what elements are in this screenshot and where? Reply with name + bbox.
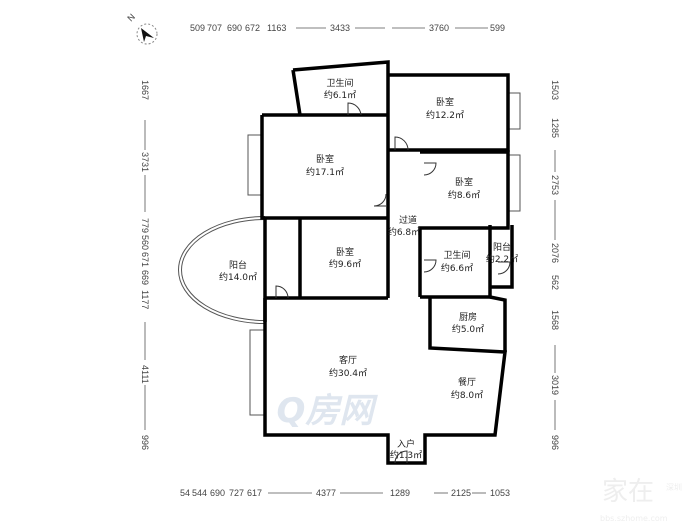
dim-left: 669 xyxy=(140,270,150,285)
corner-watermark: 家在 深圳 bbs.szhome.com xyxy=(600,477,682,523)
dim-left: 1177 xyxy=(140,290,150,309)
room-area: 约12.2㎡ xyxy=(426,109,464,121)
room-area: 约1.3㎡ xyxy=(390,449,422,461)
dim-bottom: 544 xyxy=(192,488,207,498)
balcony-railing-inner xyxy=(179,217,266,323)
room-area: 约17.1㎡ xyxy=(306,166,344,178)
dim-top: 690 xyxy=(227,23,242,33)
doors xyxy=(275,102,511,464)
dim-right: 996 xyxy=(550,435,560,450)
room-area: 约6.6㎡ xyxy=(441,262,473,274)
door-icon xyxy=(373,193,387,207)
room-area: 约5.0㎡ xyxy=(452,323,484,335)
dim-top: 3760 xyxy=(429,23,449,33)
corner-watermark-city: 深圳 xyxy=(666,482,682,492)
dim-bottom: 4377 xyxy=(316,488,336,498)
room-area: 约9.6㎡ xyxy=(329,258,361,270)
room-name: 过道 xyxy=(399,214,417,226)
dim-left: 1667 xyxy=(140,80,150,100)
door-icon xyxy=(497,261,511,275)
dim-left: 4111 xyxy=(140,365,150,384)
left-dimensions: 1667 3731 779 560 671 669 1177 4111 996 xyxy=(140,80,150,450)
dim-top: 1163 xyxy=(267,23,286,33)
window xyxy=(249,329,266,416)
door-icon xyxy=(275,285,289,299)
dim-bottom: 2125 xyxy=(451,488,471,498)
window xyxy=(507,92,521,130)
window xyxy=(507,154,521,212)
dim-bottom: 1289 xyxy=(390,488,410,498)
room-name: 卧室 xyxy=(336,246,354,258)
room-name: 卧室 xyxy=(455,176,473,188)
dim-top: 599 xyxy=(490,23,505,33)
dim-left: 560 xyxy=(140,235,150,250)
dim-left: 671 xyxy=(140,252,150,267)
dim-right: 1285 xyxy=(550,118,560,138)
dim-right: 3019 xyxy=(550,375,560,395)
door-icon xyxy=(394,450,408,464)
corner-watermark-url: bbs.szhome.com xyxy=(600,514,668,523)
dim-right: 1568 xyxy=(550,310,560,330)
dim-left: 3731 xyxy=(140,152,150,172)
door-icon xyxy=(394,136,409,151)
dim-right: 2076 xyxy=(550,243,560,263)
room-name: 厨房 xyxy=(459,311,477,323)
room-area: 约2.2㎡ xyxy=(486,253,518,265)
dim-top: 3433 xyxy=(330,23,350,33)
room-name: 阳台 xyxy=(229,259,247,271)
room-name: 餐厅 xyxy=(458,376,476,388)
top-dimensions: 509 707 690 672 1163 3433 3760 599 xyxy=(190,23,505,33)
dim-left: 996 xyxy=(140,435,150,450)
walls xyxy=(260,60,514,465)
dim-bottom: 54 xyxy=(180,488,190,498)
window xyxy=(247,134,263,196)
door-icon xyxy=(347,102,362,116)
dim-right: 2753 xyxy=(550,175,560,195)
north-label: N xyxy=(125,12,137,24)
dim-right: 562 xyxy=(550,275,560,290)
dim-bottom: 617 xyxy=(247,488,262,498)
room-name: 卧室 xyxy=(316,153,334,165)
room-labels: 卫生间 约6.1㎡ 卧室 约12.2㎡ 卧室 约17.1㎡ 卧室 约8.6㎡ 过… xyxy=(219,77,518,461)
room-area: 约8.0㎡ xyxy=(451,389,483,401)
dim-top: 672 xyxy=(245,23,260,33)
room-area: 约6.8㎡ xyxy=(388,226,420,238)
room-name: 客厅 xyxy=(339,354,357,366)
dim-left: 779 xyxy=(140,218,150,233)
room-area: 约30.4㎡ xyxy=(329,367,367,379)
right-dimensions: 1503 1285 2753 2076 562 1568 3019 996 xyxy=(550,80,560,450)
room-name: 入户 xyxy=(397,438,415,450)
dim-top: 509 xyxy=(190,23,205,33)
room-name: 卫生间 xyxy=(326,77,353,89)
bottom-dimensions: 54 544 690 727 617 4377 1289 2125 1053 xyxy=(180,488,510,498)
room-name: 阳台 xyxy=(493,241,511,253)
dim-bottom: 690 xyxy=(210,488,225,498)
dim-bottom: 1053 xyxy=(490,488,510,498)
room-name: 卫生间 xyxy=(443,249,470,261)
door-icon xyxy=(423,162,437,176)
room-name: 卧室 xyxy=(436,96,454,108)
room-area: 约14.0㎡ xyxy=(219,271,257,283)
room-area: 约6.1㎡ xyxy=(324,89,356,101)
dim-right: 1503 xyxy=(550,80,560,100)
north-compass-icon: N xyxy=(125,12,158,45)
balcony-railing xyxy=(178,216,266,324)
dim-bottom: 727 xyxy=(229,488,244,498)
center-watermark: Q房网 xyxy=(277,391,379,431)
door-icon xyxy=(423,259,437,273)
dim-top: 707 xyxy=(207,23,222,33)
corner-watermark-text: 家在 xyxy=(602,477,654,507)
room-area: 约8.6㎡ xyxy=(448,189,480,201)
